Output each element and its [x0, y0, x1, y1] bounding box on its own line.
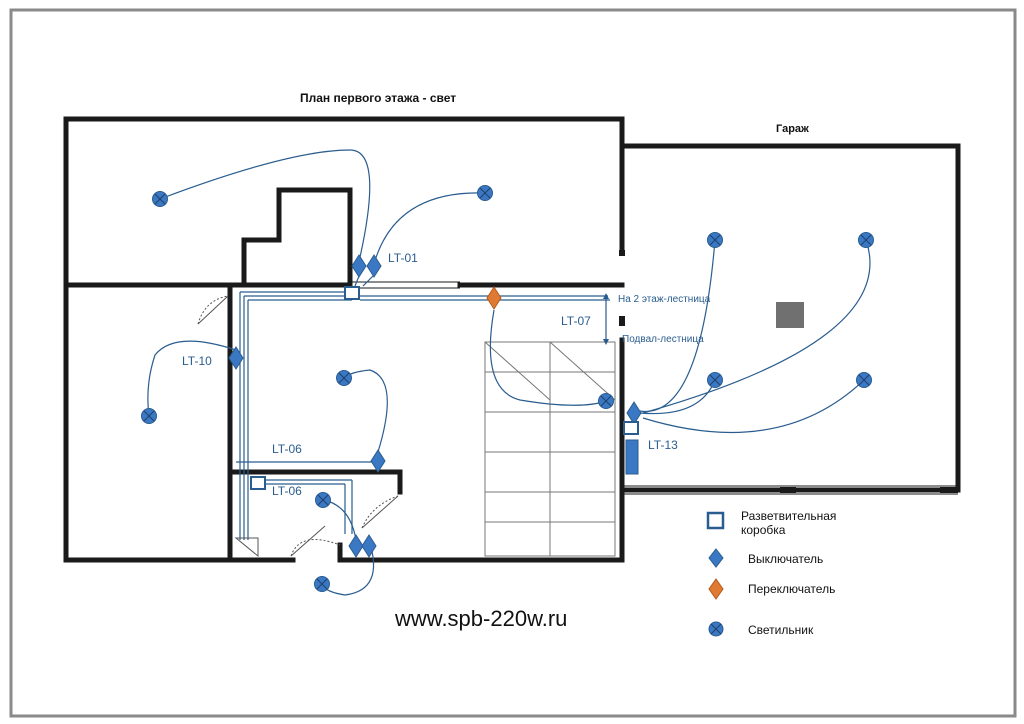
- lamp-icon: [314, 576, 330, 592]
- label-up: На 2 этаж-лестница: [618, 294, 711, 305]
- lamp-icon: [336, 370, 352, 386]
- label-lt06-lower: LT-06: [272, 484, 302, 498]
- label-lt13: LT-13: [648, 438, 678, 452]
- label-lt10: LT-10: [182, 354, 212, 368]
- lamp-icon: [707, 372, 723, 388]
- legend-switch-label: Выключатель: [748, 552, 824, 566]
- legend: [706, 511, 725, 637]
- junction-box-lt01: [344, 286, 360, 300]
- switch-icon: [626, 401, 642, 425]
- lamp-icon: [141, 408, 157, 424]
- switch-icon: [348, 534, 364, 558]
- lamps: [141, 185, 874, 592]
- lamp-icon: [707, 232, 723, 248]
- legend-lamp-icon: [708, 621, 724, 637]
- wall-posts: [619, 250, 958, 493]
- legend-changeover-icon: [708, 578, 724, 600]
- doors: [197, 295, 399, 557]
- junction-box-lt13: [623, 421, 639, 435]
- switch-icon: [228, 346, 244, 370]
- junction-box-lt06: [250, 476, 266, 490]
- label-lt07: LT-07: [561, 314, 591, 328]
- switch-icon: [351, 254, 367, 278]
- lamp-icon: [477, 185, 493, 201]
- legend-junction-box-icon: [706, 511, 725, 530]
- legend-changeover-label: Переключатель: [748, 582, 836, 596]
- switch-icon: [370, 449, 386, 473]
- arrow-heads: [603, 293, 609, 345]
- legend-switch-icon: [708, 548, 724, 568]
- plan-title: План первого этажа - свет: [300, 91, 457, 105]
- lamp-icon: [315, 492, 331, 508]
- junction-boxes: [250, 286, 639, 490]
- lamp-icon: [856, 372, 872, 388]
- lamp-icon: [152, 191, 168, 207]
- switch-icon: [361, 534, 377, 558]
- legend-lamp-label: Светильник: [748, 623, 814, 637]
- wiring: [147, 149, 871, 596]
- garage-column: [776, 302, 804, 328]
- label-lt01: LT-01: [388, 251, 418, 265]
- label-down: Подвал-лестница: [622, 334, 704, 345]
- corner-marker: [234, 537, 259, 558]
- page-border: [9, 8, 1017, 718]
- lamp-icon: [858, 232, 874, 248]
- garage-panel: [625, 439, 639, 475]
- wall-openings: [350, 281, 958, 495]
- legend-junction-box-label: Разветвительная коробка: [741, 509, 837, 537]
- lamp-icon: [598, 393, 614, 409]
- switch-icon: [366, 254, 382, 278]
- switches: [228, 254, 642, 558]
- staircase: [484, 341, 616, 557]
- label-lt06-upper: LT-06: [272, 442, 302, 456]
- website-url: www.spb-220w.ru: [395, 606, 568, 631]
- changeover-lt07: [486, 286, 502, 310]
- garage-title: Гараж: [776, 123, 809, 135]
